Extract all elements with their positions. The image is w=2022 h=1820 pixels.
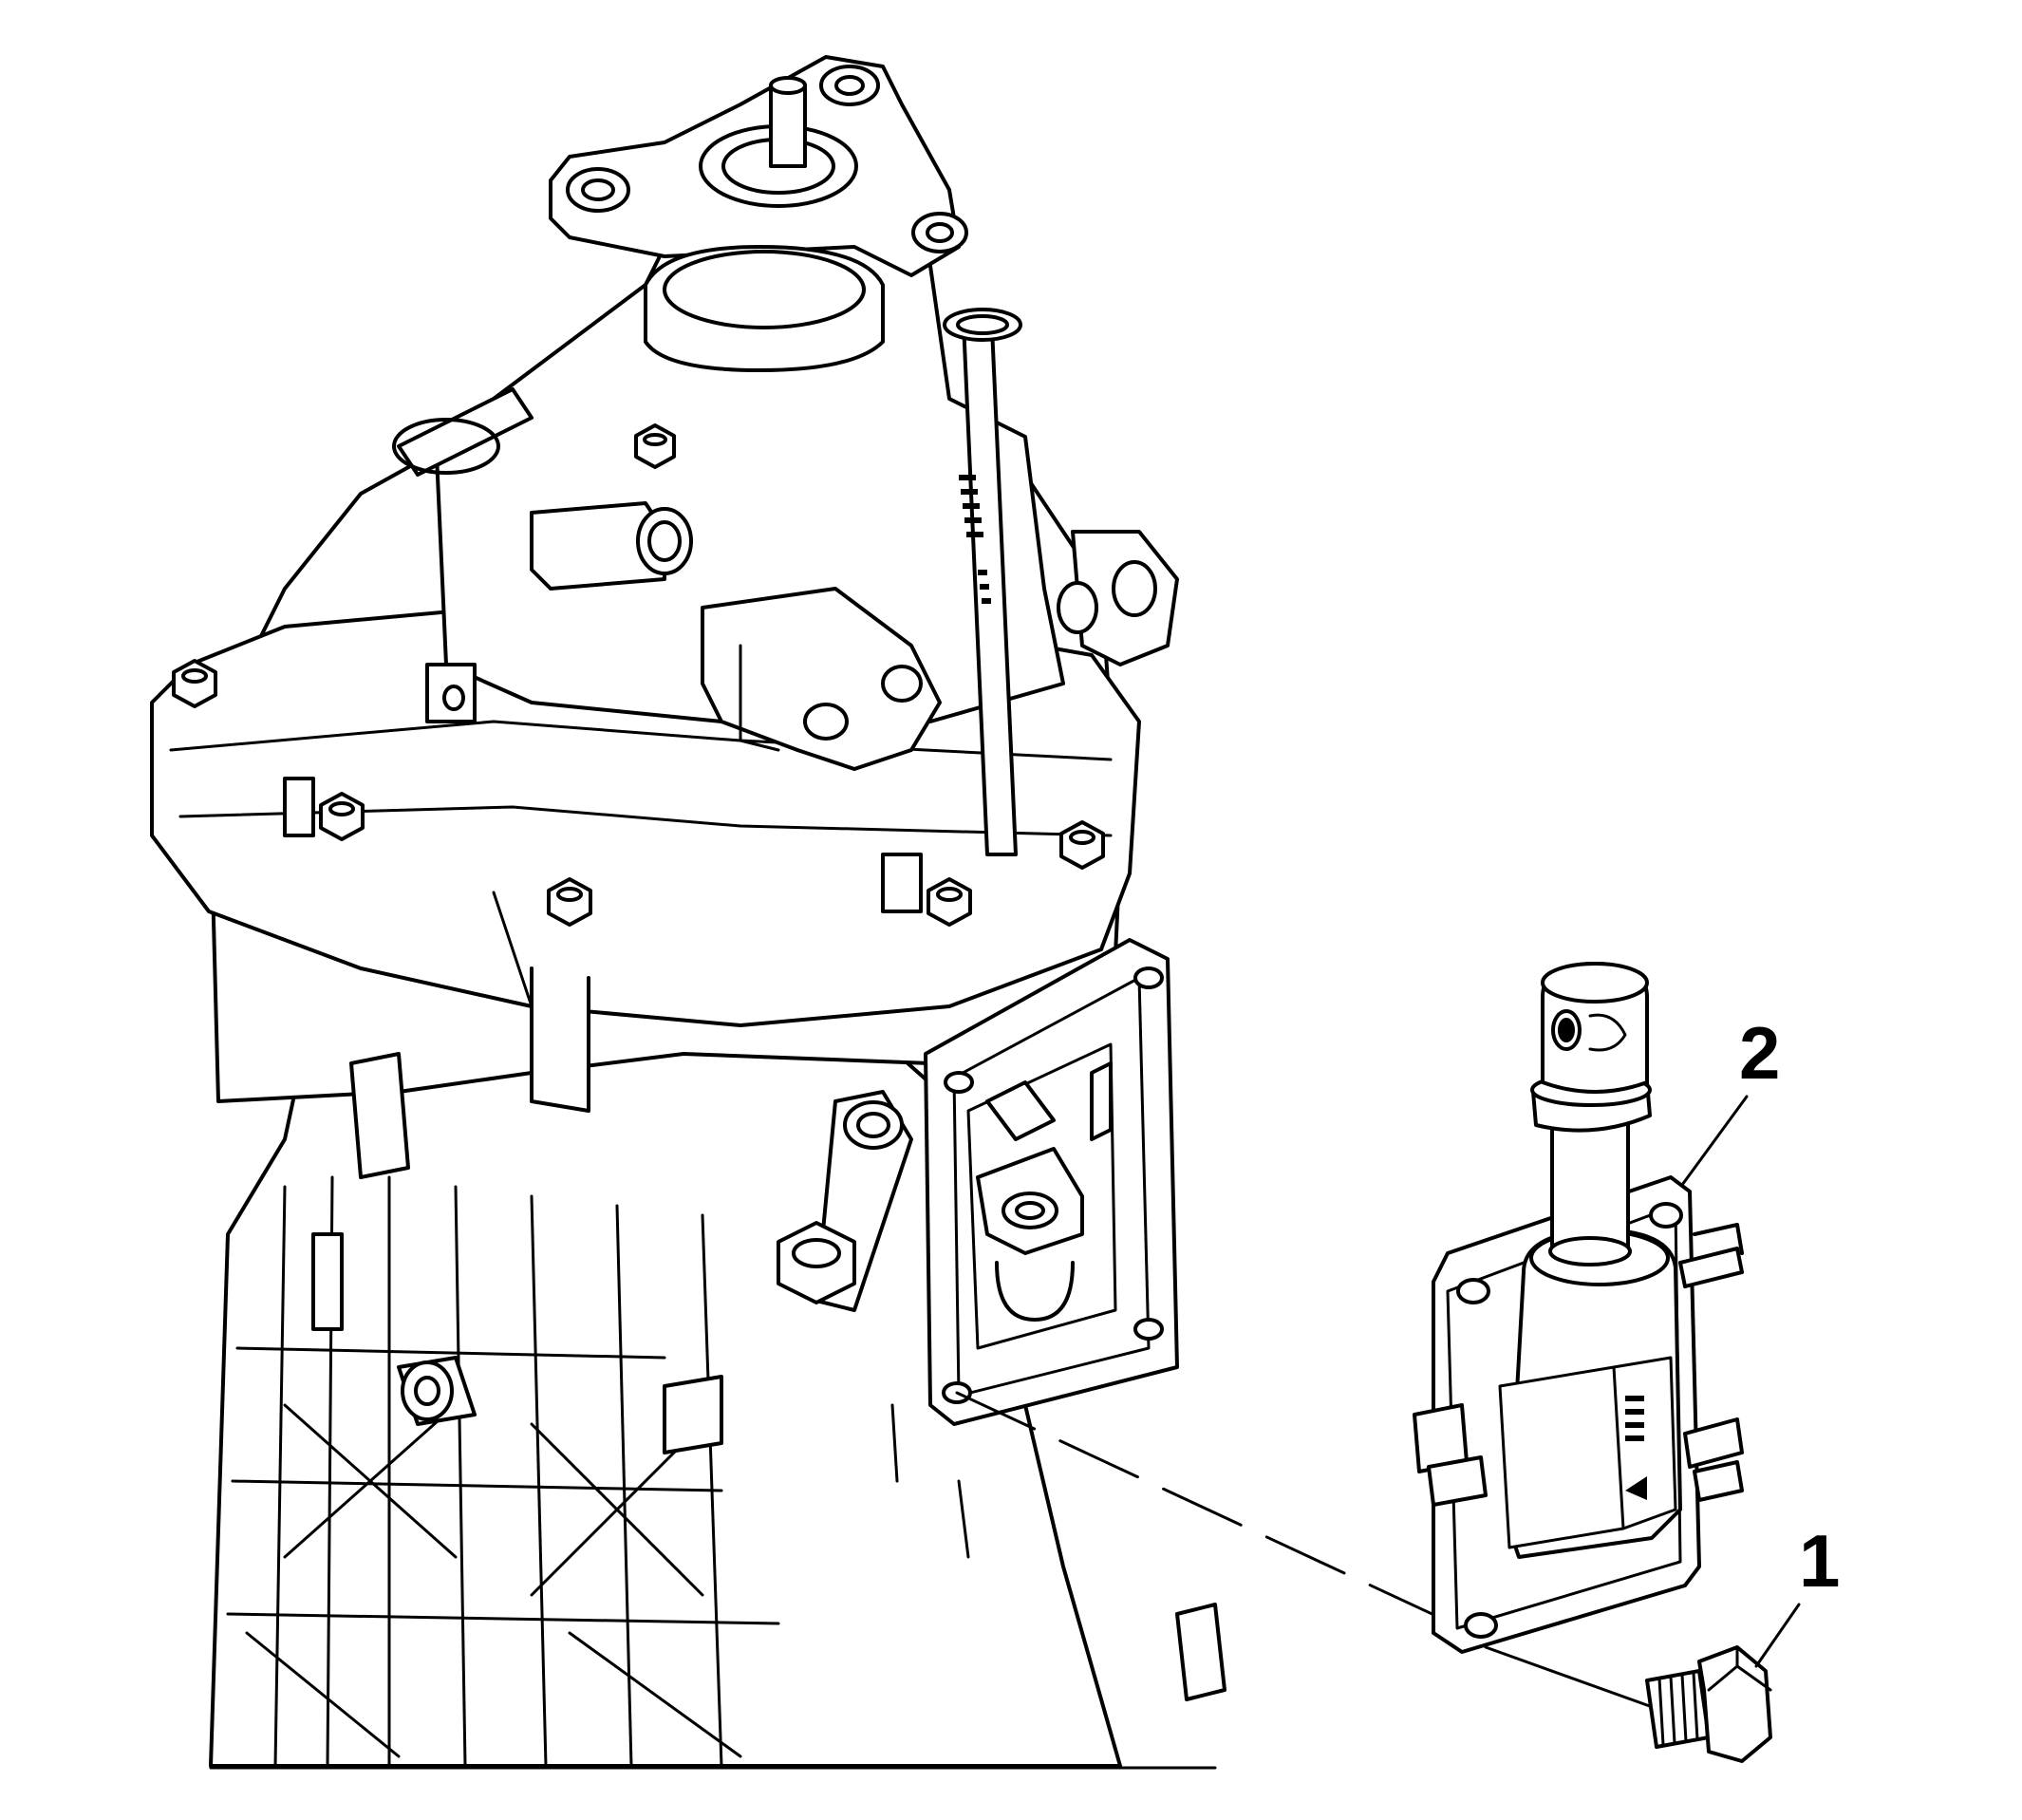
- dashed-alignment-line: [955, 1391, 1454, 1625]
- bolt-alignment-line: [1484, 1645, 1673, 1716]
- alignment-lines: [955, 1391, 1673, 1716]
- bolt-hex-head: [1697, 1645, 1772, 1763]
- callout-label-1: 1: [1799, 1519, 1841, 1603]
- case-ribs: [226, 1175, 780, 1768]
- speed-sensor: [530, 501, 666, 591]
- bolt-shank: [1645, 1669, 1711, 1749]
- transmission-assembly: [150, 55, 1226, 1770]
- callout-label-2: 2: [1739, 1011, 1781, 1095]
- flange-bolts: [172, 423, 1105, 927]
- leader-line-2: [1680, 1095, 1749, 1187]
- leader-lines: [1680, 1095, 1801, 1668]
- leader-line-1: [1754, 1603, 1801, 1668]
- shifter-assembly: [1413, 962, 1744, 1654]
- shifter-bolt: [1645, 1645, 1772, 1763]
- shifter-side-marking: [1625, 1396, 1647, 1500]
